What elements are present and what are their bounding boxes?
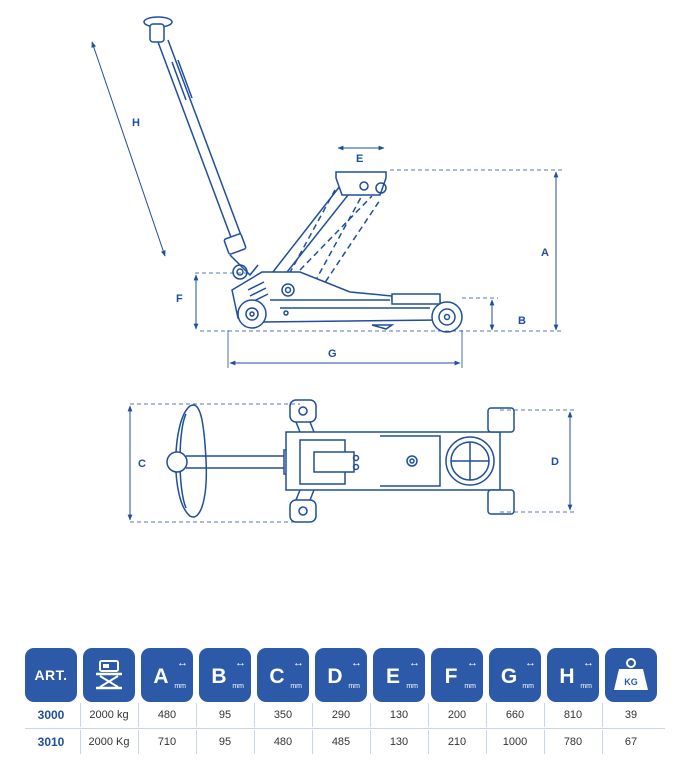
top-handle-shaft <box>186 455 286 469</box>
col-header-d: D ↔ mm <box>315 648 367 702</box>
value-h: 810 <box>544 703 599 727</box>
value-f: 210 <box>428 730 483 754</box>
col-header-c: C ↔ mm <box>257 648 309 702</box>
value-e: 130 <box>370 703 425 727</box>
front-right-wheel <box>487 489 515 515</box>
double-arrow-icon: ↔ <box>293 657 304 669</box>
jack-capacity-icon <box>96 660 122 690</box>
handle-top-grip <box>149 23 165 43</box>
rear-right-wheel <box>289 499 317 523</box>
value-d: 290 <box>312 703 367 727</box>
value-d: 485 <box>312 730 367 754</box>
double-arrow-icon: ↔ <box>467 657 478 669</box>
value-g: 1000 <box>486 730 541 754</box>
art-header-label: ART. <box>34 667 68 683</box>
double-arrow-icon: ↔ <box>525 657 536 669</box>
dim-label-b: B <box>518 315 526 327</box>
table-row: 3010 2000 Kg 710 95 480 485 130 210 1000… <box>25 729 665 755</box>
dim-label-h: H <box>132 117 140 129</box>
value-b: 95 <box>196 703 251 727</box>
top-dimensions <box>127 403 576 523</box>
art-number: 3010 <box>37 735 65 749</box>
value-a: 480 <box>138 703 193 727</box>
col-header-a: A ↔ mm <box>141 648 193 702</box>
dim-label-g: G <box>328 348 337 360</box>
spec-header-row: ART. A ↔ mm B ↔ mm C ↔ mm D <box>25 648 665 702</box>
weight-header-label: KG <box>624 677 638 687</box>
value-a: 710 <box>138 730 193 754</box>
double-arrow-icon: ↔ <box>351 657 362 669</box>
col-header-f: F ↔ mm <box>431 648 483 702</box>
rear-left-wheel <box>289 399 317 423</box>
col-header-g: G ↔ mm <box>489 648 541 702</box>
dim-label-e: E <box>356 153 363 165</box>
col-unit-g: mm <box>522 683 534 690</box>
col-unit-c: mm <box>290 683 302 690</box>
col-header-h: H ↔ mm <box>547 648 599 702</box>
dim-label-c: C <box>138 458 146 470</box>
weight-header: KG <box>605 648 657 702</box>
double-arrow-icon: ↔ <box>177 657 188 669</box>
jack-diagram: H E A B F G <box>91 16 576 523</box>
top-view <box>166 399 515 523</box>
dim-label-a: A <box>541 247 549 259</box>
lift-arm-raised <box>261 185 361 287</box>
value-c: 480 <box>254 730 309 754</box>
value-e: 130 <box>370 730 425 754</box>
table-row: 3000 2000 kg 480 95 350 290 130 200 660 … <box>25 702 665 729</box>
value-h: 780 <box>544 730 599 754</box>
col-letter-e: E <box>385 665 400 688</box>
front-left-wheel <box>487 407 515 433</box>
capacity-value: 2000 Kg <box>80 730 135 754</box>
value-kg: 67 <box>602 730 657 754</box>
weight-icon: KG <box>614 658 648 690</box>
double-arrow-icon: ↔ <box>409 657 420 669</box>
col-unit-e: mm <box>406 683 418 690</box>
col-letter-g: G <box>500 665 518 688</box>
handle-shaft <box>157 39 243 241</box>
art-header: ART. <box>25 648 77 702</box>
double-arrow-icon: ↔ <box>235 657 246 669</box>
capacity-header <box>83 648 135 702</box>
spec-table: ART. A ↔ mm B ↔ mm C ↔ mm D <box>25 648 665 755</box>
col-letter-b: B <box>211 665 227 688</box>
col-letter-f: F <box>444 665 458 688</box>
col-letter-a: A <box>153 665 169 688</box>
capacity-value: 2000 kg <box>80 703 135 727</box>
handle-ring <box>175 404 208 518</box>
col-unit-b: mm <box>232 683 244 690</box>
col-header-b: B ↔ mm <box>199 648 251 702</box>
side-dimensions <box>91 41 562 368</box>
col-unit-h: mm <box>580 683 592 690</box>
value-c: 350 <box>254 703 309 727</box>
double-arrow-icon: ↔ <box>583 657 594 669</box>
side-view <box>143 16 463 333</box>
art-number: 3000 <box>37 708 65 722</box>
value-f: 200 <box>428 703 483 727</box>
col-letter-h: H <box>559 665 575 688</box>
col-unit-a: mm <box>174 683 186 690</box>
dim-label-f: F <box>176 293 183 305</box>
col-letter-c: C <box>269 665 285 688</box>
rear-wheel <box>237 299 267 329</box>
value-b: 95 <box>196 730 251 754</box>
col-letter-d: D <box>327 665 343 688</box>
col-unit-d: mm <box>348 683 360 690</box>
value-g: 660 <box>486 703 541 727</box>
col-unit-f: mm <box>464 683 476 690</box>
value-kg: 39 <box>602 703 657 727</box>
front-wheel <box>431 301 463 333</box>
dim-label-d: D <box>551 456 559 468</box>
col-header-e: E ↔ mm <box>373 648 425 702</box>
